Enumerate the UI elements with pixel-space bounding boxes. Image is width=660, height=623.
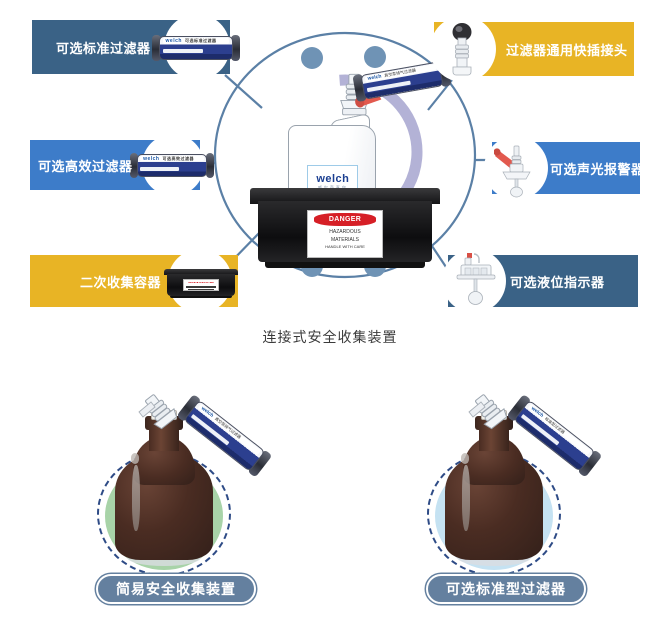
callout-quick-connect[interactable]: 过滤器通用快插接头	[430, 16, 634, 82]
cartridge-brand: welch	[165, 37, 182, 44]
callout-audible-visual-alarm[interactable]: 可选声光报警器	[484, 136, 644, 200]
secondary-containment-tray: DANGER HAZARDOUS MATERIALS HANDLE WITH C…	[250, 188, 440, 269]
black-tray-icon: DANGER	[164, 269, 238, 298]
panel-standard-filter-option: welch 标准型过滤器 可选标准型过滤器	[405, 378, 635, 604]
callout-secondary-container[interactable]: 二次收集容器 DANGER	[30, 249, 238, 313]
bottle-connector-icon	[138, 394, 178, 430]
danger-line-2: MATERIALS	[331, 236, 359, 243]
danger-line-1: HAZARDOUS	[329, 229, 361, 236]
callout-label: 过滤器通用快插接头	[506, 42, 628, 58]
callout-label: 可选声光报警器	[550, 161, 645, 177]
center-assembly: welch 威尔奇真空 welch 真空	[230, 30, 460, 280]
filter-cartridge-icon: welch 可选高效过滤器	[130, 153, 214, 178]
amber-bottle	[115, 410, 213, 566]
callout-standard-filter[interactable]: 可选标准过滤器 welch 可选标准过滤器	[32, 14, 240, 80]
callout-label: 二次收集容器	[80, 274, 162, 290]
callout-liquid-level-indicator[interactable]: 可选液位指示器	[442, 249, 638, 313]
cartridge-desc: 可选高效过滤器	[162, 155, 194, 161]
panel-caption: 可选标准型过滤器	[426, 574, 586, 604]
callout-high-efficiency-filter[interactable]: 可选高效过滤器 welch 可选高效过滤器	[30, 134, 214, 196]
bottle-connector-icon	[468, 394, 508, 430]
danger-headline: DANGER	[313, 211, 377, 228]
hub-and-spoke-diagram: 可选标准过滤器 welch 可选标准过滤器	[30, 14, 644, 313]
callout-label: 可选高效过滤器	[38, 158, 133, 174]
panel-caption-text: 简易安全收集装置	[116, 581, 236, 597]
spoke-1	[224, 74, 263, 109]
cartridge-desc: 可选标准过滤器	[184, 37, 217, 43]
brand-logo: welch	[316, 172, 350, 185]
panel-caption: 简易安全收集装置	[96, 574, 256, 604]
danger-label: DANGER HAZARDOUS MATERIALS HANDLE WITH C…	[307, 209, 383, 259]
quick-connect-icon	[452, 23, 472, 76]
panel-caption-text: 可选标准型过滤器	[446, 581, 566, 597]
level-indicator-icon	[456, 253, 496, 305]
node-dot-top-left	[301, 47, 323, 69]
node-dot-top-right	[364, 46, 386, 68]
alarm-sensor-icon	[494, 145, 531, 198]
danger-headline: DANGER	[186, 280, 216, 285]
danger-line-3: HANDLE WITH CARE	[325, 244, 365, 250]
danger-label: DANGER	[183, 278, 219, 292]
callout-label: 可选标准过滤器	[56, 40, 151, 56]
filter-cartridge-icon: welch 可选标准过滤器	[152, 35, 240, 61]
outer-ring	[213, 31, 477, 279]
diagram-caption: 连接式安全收集装置	[262, 329, 398, 345]
callout-label: 可选液位指示器	[510, 274, 605, 290]
brand-sub: 威尔奇真空	[317, 184, 348, 190]
panel-simple-collection: welch 真空泵排气过滤器 简易安全收集装置	[75, 378, 305, 604]
cartridge-brand: welch	[143, 155, 160, 162]
